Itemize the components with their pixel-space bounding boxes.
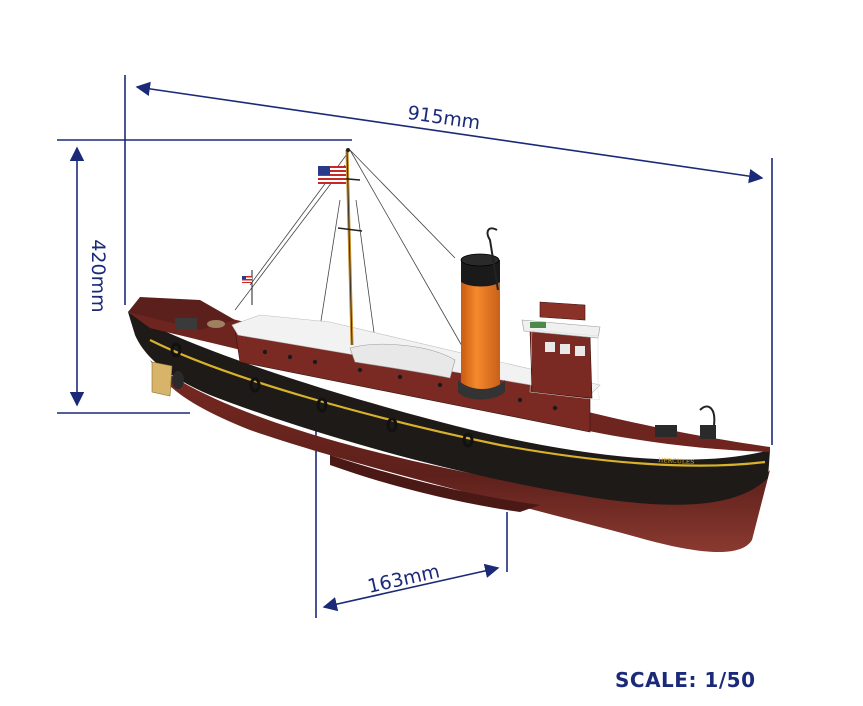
stern-machinery (175, 318, 225, 330)
hull-topside (128, 312, 770, 505)
lifeboat (349, 343, 456, 379)
tyre-fenders (170, 342, 474, 448)
portholes (262, 349, 558, 411)
length-label: 915mm (406, 102, 482, 134)
rigging (234, 149, 471, 361)
tugboat-model: HERCULES (128, 148, 770, 553)
hull-name: HERCULES (658, 457, 695, 466)
rudder (151, 361, 184, 397)
bow-deck (128, 297, 235, 330)
bow-machinery (655, 405, 716, 439)
keel (330, 455, 540, 512)
beam-label: 163mm (366, 560, 442, 597)
height-label: 420mm (87, 239, 109, 312)
funnel (458, 227, 505, 400)
hull-stripe (149, 339, 766, 467)
us-flag-icon (318, 166, 346, 184)
hull-underwater (150, 360, 770, 553)
beam-arrow (322, 563, 500, 612)
wheelhouse (521, 301, 601, 401)
length-arrow (135, 81, 764, 184)
scale-label: SCALE: 1/50 (615, 668, 756, 692)
stern-flag-icon (242, 276, 252, 283)
